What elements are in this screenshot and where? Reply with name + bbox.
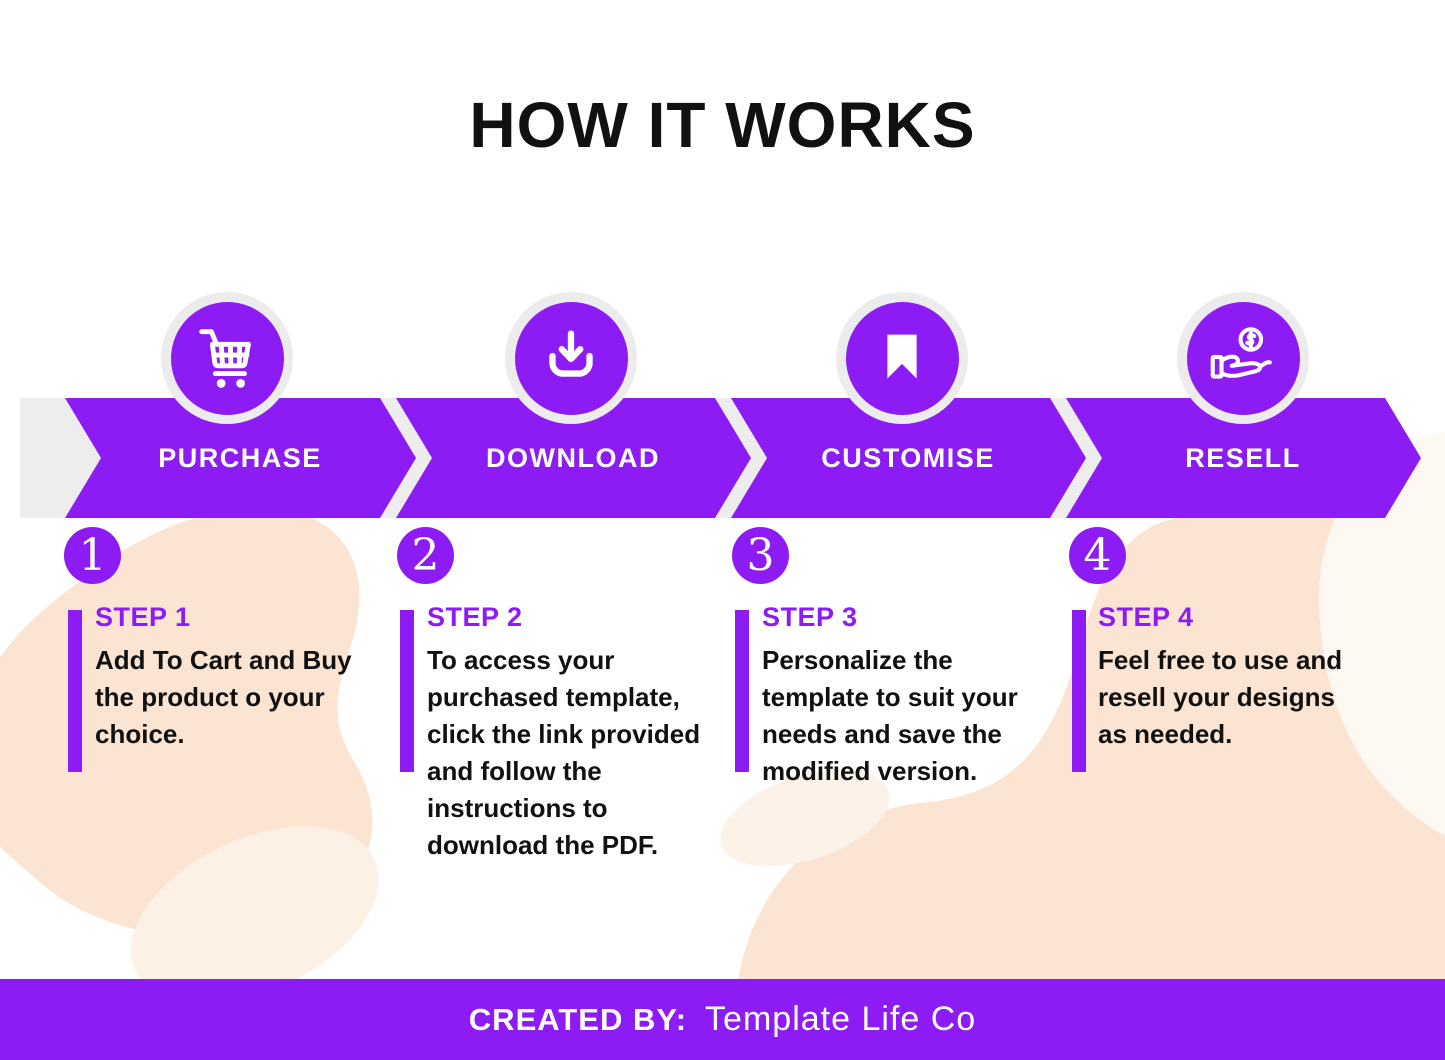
step-number-badge-4: 4	[1069, 527, 1126, 584]
center-light-blob	[720, 769, 890, 867]
arrow-purchase	[65, 398, 416, 518]
left-light-blob	[131, 826, 379, 1004]
step-description-2: To access your purchased template, click…	[427, 645, 701, 860]
coin-hand-icon	[1210, 327, 1272, 379]
stage-icon-circle	[1186, 301, 1300, 415]
step-title-4: STEP 4	[1098, 602, 1194, 632]
footer-bar: CREATED BY: Template Life Co	[0, 979, 1445, 1060]
step-number-badge-3: 3	[732, 527, 789, 584]
right-peach-blob	[738, 516, 1445, 982]
stage-icon-circle	[170, 301, 284, 415]
download-icon	[549, 330, 593, 377]
arrow-label-resell: RESELL	[1185, 443, 1301, 473]
step-accent-bar-3	[735, 610, 749, 772]
arrow-customise	[731, 398, 1086, 518]
step-title-1: STEP 1	[95, 602, 191, 632]
arrow-label-purchase: PURCHASE	[158, 443, 322, 473]
arrow-label-customise: CUSTOMISE	[821, 443, 995, 473]
step-accent-bar-1	[68, 610, 82, 772]
arrow-label-download: DOWNLOAD	[486, 443, 660, 473]
step-accent-bar-4	[1072, 610, 1086, 772]
arrow-resell	[1066, 398, 1421, 518]
step-number-badge-2: 2	[397, 527, 454, 584]
stage-icon-circle	[514, 301, 628, 415]
bookmark-icon	[887, 334, 917, 379]
step-title-3: STEP 3	[762, 602, 858, 632]
stage-icon-badge-download	[505, 292, 637, 424]
cart-icon	[199, 329, 251, 388]
stage-icon-badge-resell	[1177, 292, 1309, 424]
stage-icon-circle	[845, 301, 959, 415]
right-lightest-blob	[1319, 432, 1445, 836]
created-by-label: CREATED BY:	[468, 1001, 688, 1037]
page-title: HOW IT WORKS	[469, 89, 976, 161]
step-description-4: Feel free to use and resell your designs…	[1098, 645, 1343, 749]
process-arrow-band	[20, 398, 1421, 518]
step-description-3: Personalize the template to suit your ne…	[762, 645, 1018, 786]
step-title-2: STEP 2	[427, 602, 523, 632]
arrow-download	[396, 398, 751, 518]
author-name: Template Life Co	[705, 1000, 977, 1038]
step-number-badge-1: 1	[64, 527, 121, 584]
step-description-1: Add To Cart and Buy the product o your c…	[95, 645, 352, 749]
stage-icon-badge-purchase	[161, 292, 293, 424]
step-accent-bar-2	[400, 610, 414, 772]
stage-icon-badge-customise	[836, 292, 968, 424]
